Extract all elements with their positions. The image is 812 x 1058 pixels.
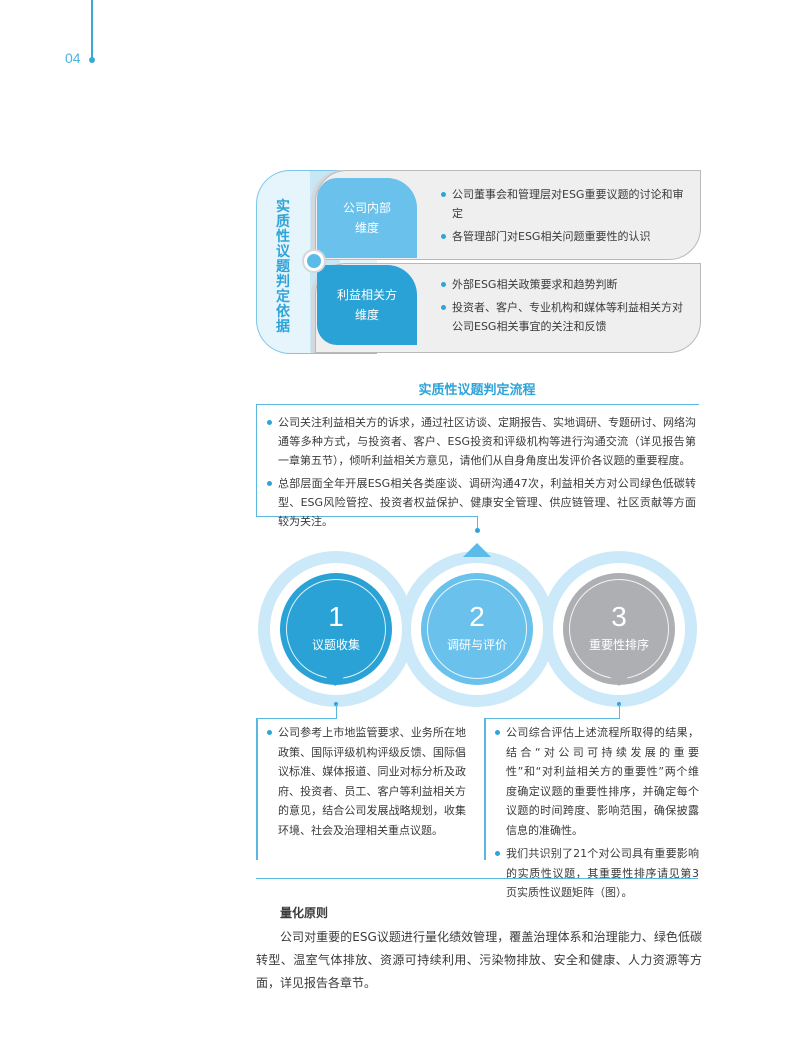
circle-ring <box>427 579 527 679</box>
bullet-item: 各管理部门对ESG相关问题重要性的认识 <box>440 227 685 246</box>
triangle-up-icon <box>463 543 491 557</box>
heading-line-1: 公司内部 <box>342 201 391 215</box>
internal-dimension-bullets: 公司董事会和管理层对ESG重要议题的讨论和审定 各管理部门对ESG相关问题重要性… <box>440 185 685 250</box>
quantification-body: 公司对重要的ESG议题进行量化绩效管理，覆盖治理体系和治理能力、绿色低碳转型、温… <box>256 930 702 990</box>
circle-ring <box>569 579 669 679</box>
bullet-item: 外部ESG相关政策要求和趋势判断 <box>440 275 685 294</box>
page-marker-line <box>91 0 93 58</box>
connector-dot-icon <box>475 528 480 533</box>
step-1-circle: 1 议题收集 <box>280 573 392 685</box>
heading-line-1: 利益相关方 <box>336 288 397 302</box>
left-box-connector <box>336 704 337 718</box>
right-box-side-border <box>484 718 486 860</box>
left-box-bullets: 公司参考上市地监管要求、业务所在地政策、国际评级机构评级反馈、国际倡议标准、媒体… <box>266 723 466 844</box>
left-box-top-border <box>256 718 337 719</box>
section-divider <box>256 878 698 879</box>
top-box-bottom-border <box>256 516 478 517</box>
right-box-bullets: 公司综合评估上述流程所取得的结果，结合“对公司可持续发展的重要性”和“对利益相关… <box>494 723 699 907</box>
bullet-item: 公司参考上市地监管要求、业务所在地政策、国际评级机构评级反馈、国际倡议标准、媒体… <box>266 723 466 840</box>
heading-line-2: 维度 <box>354 221 379 235</box>
connector-node-icon <box>304 251 324 271</box>
bullet-item: 公司综合评估上述流程所取得的结果，结合“对公司可持续发展的重要性”和“对利益相关… <box>494 723 699 840</box>
top-box-bullets: 公司关注利益相关方的诉求，通过社区访谈、定期报告、实地调研、专题研讨、网络沟通等… <box>266 413 696 535</box>
quantification-heading: 量化原则 <box>280 906 329 920</box>
right-box-connector <box>619 704 620 718</box>
bullet-item: 总部层面全年开展ESG相关各类座谈、调研沟通47次，利益相关方对公司绿色低碳转型… <box>266 474 696 531</box>
heading-line-2: 维度 <box>354 308 379 322</box>
right-box-top-border <box>484 718 620 719</box>
page-marker-dot <box>89 57 95 63</box>
internal-dimension-heading: 公司内部 维度 <box>317 178 417 258</box>
page-number: 04 <box>65 50 81 66</box>
triangle-down-icon <box>605 672 633 686</box>
triangle-down-icon <box>321 672 349 686</box>
bullet-item: 公司董事会和管理层对ESG重要议题的讨论和审定 <box>440 185 685 223</box>
top-box-connector <box>477 516 478 530</box>
step-3-circle: 3 重要性排序 <box>563 573 675 685</box>
left-box-side-border <box>256 718 258 860</box>
stakeholder-dimension-heading: 利益相关方 维度 <box>317 265 417 345</box>
bullet-item: 投资者、客户、专业机构和媒体等利益相关方对公司ESG相关事宜的关注和反馈 <box>440 298 685 336</box>
bullet-item: 我们共识别了21个对公司具有重要影响的实质性议题，其重要性排序请见第3页实质性议… <box>494 844 699 903</box>
stakeholder-dimension-bullets: 外部ESG相关政策要求和趋势判断 投资者、客户、专业机构和媒体等利益相关方对公司… <box>440 275 685 340</box>
circle-ring <box>286 579 386 679</box>
top-box-frame <box>256 404 699 517</box>
step-2-circle: 2 调研与评价 <box>421 573 533 685</box>
bullet-item: 公司关注利益相关方的诉求，通过社区访谈、定期报告、实地调研、专题研讨、网络沟通等… <box>266 413 696 470</box>
flow-title: 实质性议题判定流程 <box>418 383 536 398</box>
criteria-vertical-title: 实质性议题判定依据 <box>276 199 290 335</box>
